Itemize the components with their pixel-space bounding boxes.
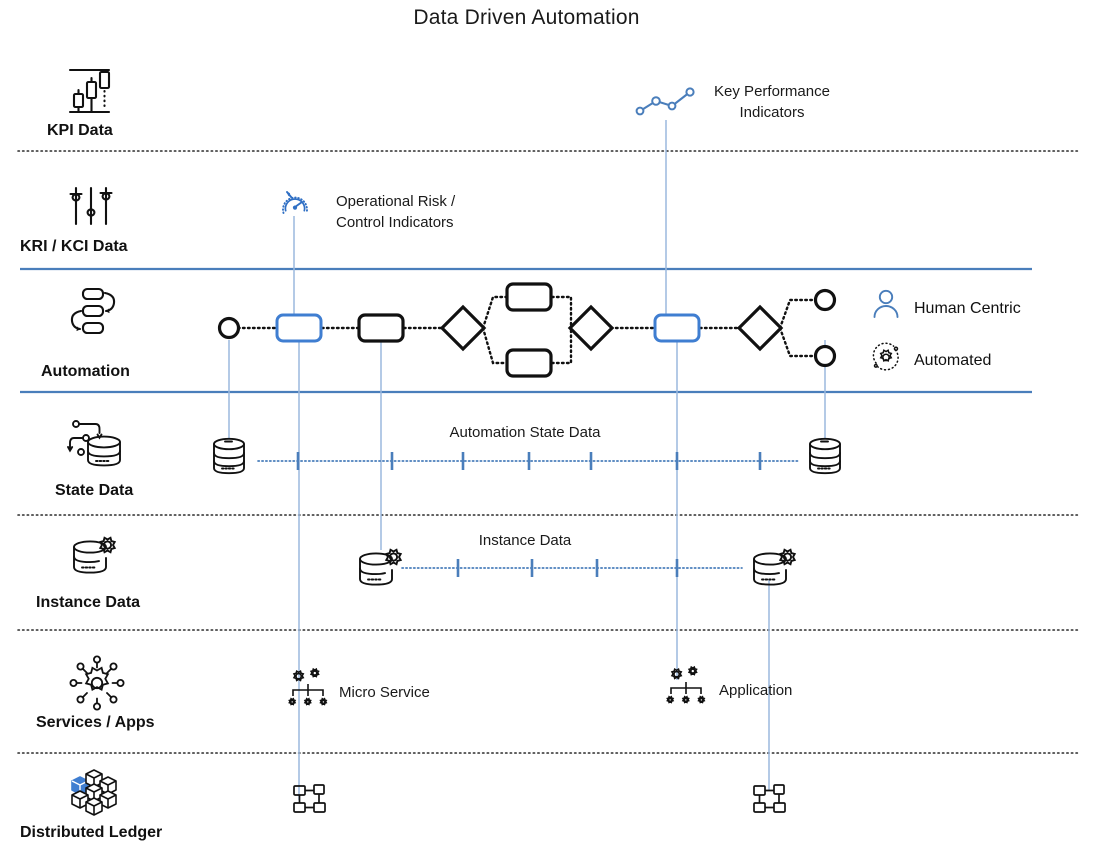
- service-hub-icon: [66, 652, 128, 719]
- application-label: Application: [719, 682, 793, 699]
- blockchain-cubes-icon: [66, 765, 128, 828]
- task-1[interactable]: [275, 313, 323, 343]
- micro-service-icon: [286, 666, 332, 719]
- task-4-lower[interactable]: [505, 348, 553, 378]
- flow-end-lower: [778, 326, 817, 358]
- state-data-timeline: [257, 452, 801, 470]
- flow-upper-to-join: [550, 295, 573, 330]
- automation-flow: [217, 282, 837, 378]
- kpi-bar-chart-icon: [62, 62, 120, 125]
- band-label-ledger: Distributed Ledger: [20, 824, 163, 841]
- instance-data-timeline-start-database-gear-icon: [352, 541, 412, 606]
- band-label-auto: Automation: [41, 363, 130, 380]
- flow-lower-to-join: [550, 326, 573, 365]
- band-label-instance: Instance Data: [36, 594, 141, 611]
- instance-data-timeline-end-database-gear-icon: [746, 541, 806, 606]
- task-3-upper[interactable]: [505, 282, 553, 312]
- legend-label-automated: Automated: [914, 352, 992, 369]
- ledger-node-icon-left: [291, 782, 331, 825]
- database-gear-icon: [66, 529, 126, 594]
- micro-service-label: Micro Service: [339, 684, 430, 701]
- page-title: Data Driven Automation: [413, 6, 640, 29]
- flow-split-lower: [481, 326, 508, 365]
- instance-data-timeline-label: Instance Data: [478, 532, 572, 549]
- state-database-icon: [66, 416, 130, 481]
- band-label-state: State Data: [55, 482, 134, 499]
- application-icon: [664, 664, 710, 717]
- gear-orbit-icon: [870, 341, 902, 378]
- task-2[interactable]: [357, 313, 405, 343]
- task-5[interactable]: [653, 313, 701, 343]
- band-label-kri: KRI / KCI Data: [20, 238, 128, 255]
- line-chart-icon: [634, 83, 698, 122]
- start-event[interactable]: [217, 316, 241, 340]
- end-event-lower[interactable]: [813, 344, 837, 368]
- ledger-node-icon-right: [751, 782, 791, 825]
- person-icon: [870, 288, 902, 327]
- gateway-join[interactable]: [567, 304, 615, 352]
- end-event-upper[interactable]: [813, 288, 837, 312]
- band-dividers: [17, 150, 1079, 754]
- kpi-annotation-label: Key Performance Indicators: [714, 83, 830, 121]
- state-data-timeline-start-database-icon: [206, 434, 252, 489]
- gateway-split[interactable]: [439, 304, 487, 352]
- flow-end-upper: [778, 298, 817, 330]
- process-loop-icon: [62, 283, 126, 346]
- gateway-end[interactable]: [736, 304, 784, 352]
- risk-annotation-label: Operational Risk / Control Indicators: [336, 193, 456, 231]
- instance-data-timeline: [401, 559, 743, 577]
- state-data-timeline-end-database-icon: [802, 434, 848, 489]
- band-label-services: Services / Apps: [36, 714, 155, 731]
- state-data-timeline-label: Automation State Data: [449, 424, 601, 441]
- data-timelines: [257, 452, 801, 577]
- band-label-kpi: KPI Data: [47, 122, 113, 139]
- gauge-icon: [278, 188, 312, 227]
- legend-label-human-centric: Human Centric: [914, 300, 1021, 317]
- flow-split-upper: [481, 295, 508, 330]
- sliders-icon: [62, 178, 120, 241]
